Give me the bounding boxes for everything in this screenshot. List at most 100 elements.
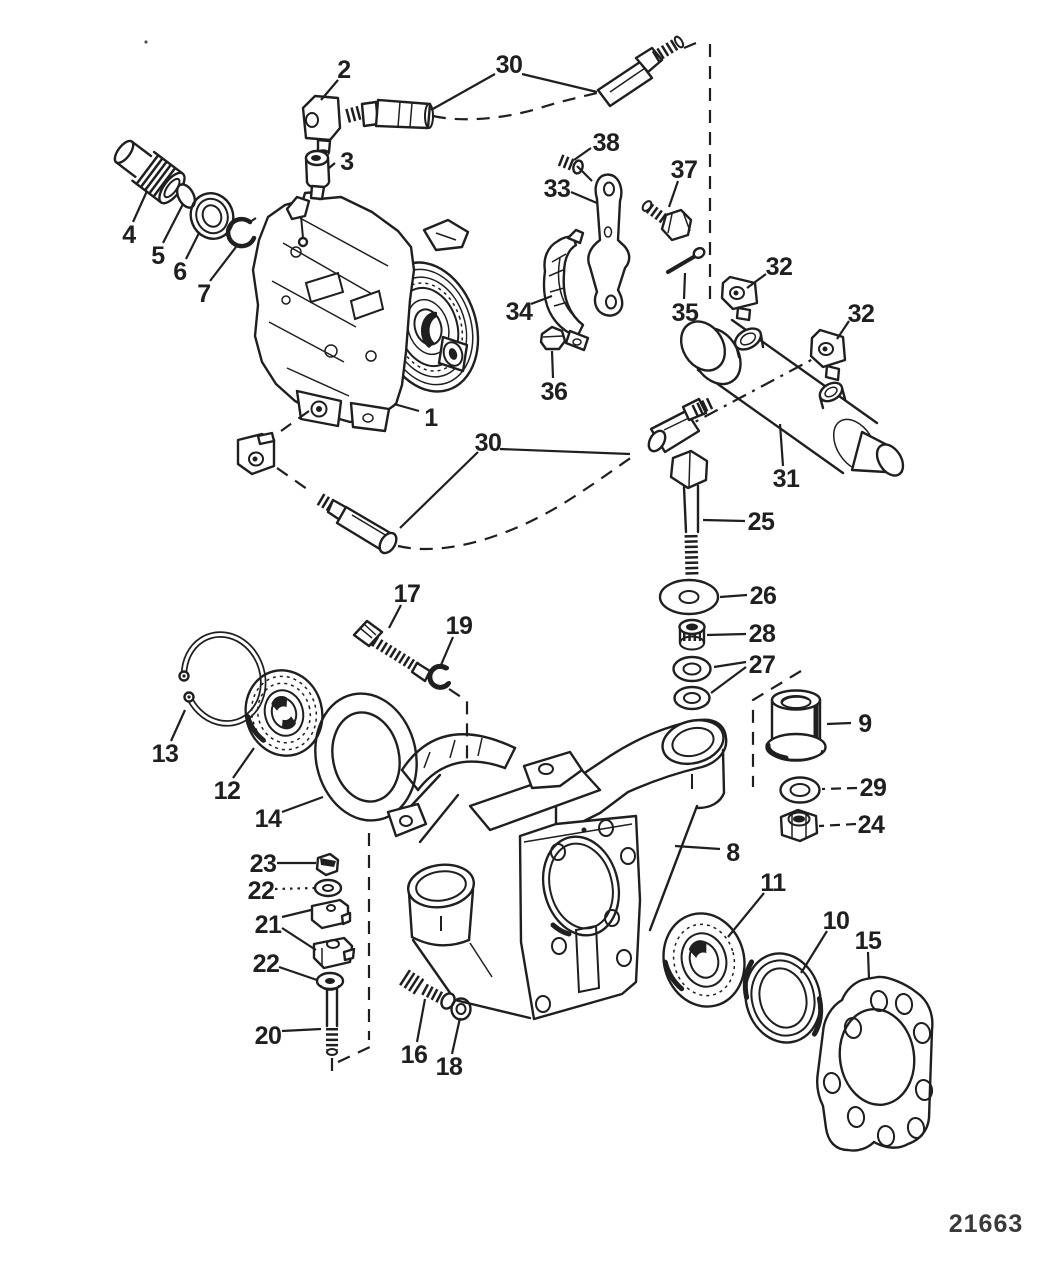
callout-32: 32 — [766, 253, 793, 281]
part-29-washer — [779, 776, 821, 804]
part-10-seal — [742, 952, 824, 1044]
callout-26: 26 — [750, 582, 777, 610]
leader-line-14 — [281, 795, 324, 814]
leader-line-10 — [800, 930, 828, 974]
leader-line-22 — [274, 886, 316, 891]
callout-layer: 1234567891011121314151617181920212222232… — [122, 51, 887, 1081]
leader-line-27 — [710, 666, 747, 694]
hose-fitting-top-right — [596, 35, 685, 108]
bushing-axis-dashline — [751, 670, 802, 787]
leader-line-21 — [281, 908, 312, 919]
leader-line-31 — [778, 423, 785, 467]
leader-line-9 — [826, 721, 852, 726]
part-14-thrust-washer — [314, 692, 418, 822]
leader-line-20 — [281, 1027, 322, 1033]
part-9-bushing — [765, 689, 827, 762]
leader-line-35 — [682, 272, 687, 300]
part-32-connector-a — [720, 275, 759, 322]
part-22-washer-lower — [315, 971, 345, 991]
callout-28: 28 — [749, 620, 776, 648]
callout-22: 22 — [253, 950, 280, 978]
callout-9: 9 — [858, 710, 871, 738]
print-dot — [144, 40, 148, 44]
leader-line-38 — [573, 147, 592, 161]
leader-line-8 — [674, 844, 721, 851]
leader-line-30 — [430, 73, 496, 111]
part-16-stud — [399, 969, 456, 1010]
callout-3: 3 — [340, 148, 353, 176]
part-3-fitting — [304, 149, 331, 201]
leader-line-38 — [576, 165, 593, 182]
callout-11: 11 — [760, 869, 786, 897]
part-28-grommet — [678, 618, 706, 651]
part-18-o-ring — [450, 997, 472, 1021]
part-20-bolt — [325, 987, 373, 1072]
leader-line-15 — [866, 951, 871, 980]
part-31-trim-cylinder — [679, 318, 905, 477]
callout-10: 10 — [823, 907, 850, 935]
callout-14: 14 — [255, 805, 282, 833]
part-22-washer-upper — [313, 878, 343, 898]
part-38-screw — [557, 154, 584, 175]
figure-number: 21663 — [949, 1210, 1024, 1238]
part-25-bolt — [669, 449, 709, 577]
leader-line-13 — [169, 709, 187, 742]
part-35-pin — [666, 246, 706, 274]
leader-line-36 — [550, 350, 555, 379]
part-23-cap-nut — [315, 852, 340, 877]
leader-line-34 — [530, 294, 553, 306]
part-13-snap-ring-large — [178, 631, 267, 727]
leader-line-25 — [702, 518, 746, 523]
callout-24: 24 — [858, 811, 885, 839]
part-1-transmission-assembly — [251, 190, 480, 433]
leader-line-11 — [727, 892, 765, 938]
callout-18: 18 — [436, 1053, 463, 1081]
leader-line-22 — [278, 965, 318, 982]
callout-30: 30 — [475, 429, 502, 457]
leader-line-30 — [399, 451, 479, 529]
leader-line-30 — [499, 447, 631, 456]
part-8-gimbal-housing — [386, 718, 728, 1021]
leader-line-26 — [719, 593, 748, 599]
callout-20: 20 — [255, 1022, 282, 1050]
callout-15: 15 — [855, 927, 882, 955]
callout-35: 35 — [672, 299, 699, 327]
callout-6: 6 — [173, 258, 186, 286]
callout-27: 27 — [749, 651, 776, 679]
callout-7: 7 — [197, 280, 210, 308]
leader-line-32 — [836, 320, 850, 340]
part-2-elbow-fitting-top — [301, 94, 342, 162]
leader-line-3 — [328, 162, 336, 169]
clip-axis-dashline — [448, 688, 469, 762]
part-7-snap-ring — [225, 216, 257, 249]
callout-38: 38 — [593, 129, 620, 157]
callout-5: 5 — [151, 242, 165, 270]
part-2-connector-bottom — [236, 410, 310, 490]
leader-line-21 — [281, 927, 317, 951]
part-27-washers — [672, 655, 712, 711]
leader-line-37 — [667, 180, 680, 208]
callout-33: 33 — [544, 175, 571, 203]
callout-36: 36 — [541, 378, 568, 406]
callout-37: 37 — [671, 156, 698, 184]
part-12-bearing — [244, 669, 324, 757]
callout-25: 25 — [748, 508, 775, 536]
callout-22: 22 — [248, 877, 275, 905]
part-17-bolt — [352, 619, 432, 683]
callout-32: 32 — [848, 300, 875, 328]
callout-19: 19 — [446, 612, 473, 640]
leader-line-32 — [746, 273, 767, 289]
part-24-locknut — [779, 808, 819, 843]
leader-line-27 — [713, 660, 747, 669]
leader-line-24 — [818, 822, 857, 828]
part-33-bracket — [587, 173, 631, 317]
leader-line-12 — [232, 747, 255, 779]
hose-assembly-top — [345, 35, 712, 306]
part-37-bolt — [641, 200, 693, 242]
part-32-connector-b — [809, 328, 847, 382]
part-36-cap-nut — [539, 325, 567, 351]
part-26-washer — [658, 578, 720, 616]
leader-line-30 — [521, 72, 598, 94]
leader-line-1 — [393, 402, 420, 413]
